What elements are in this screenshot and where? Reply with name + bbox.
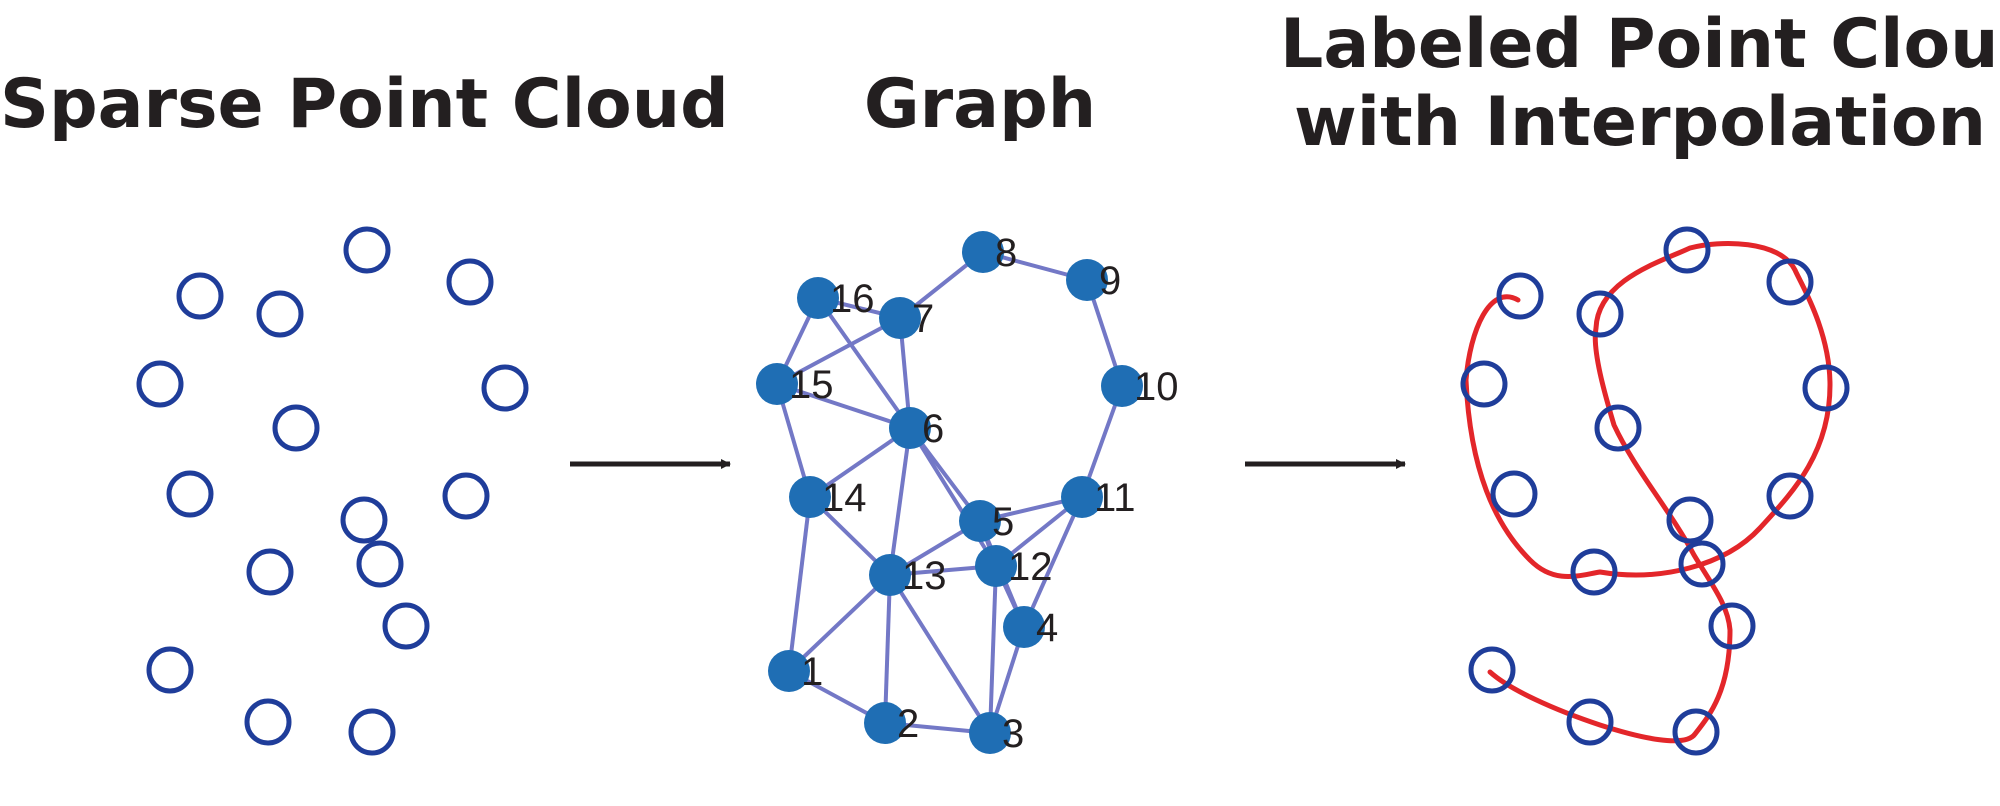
sparse-point [246, 548, 294, 596]
graph-node [1101, 365, 1143, 407]
graph-node-label: 7 [912, 297, 934, 341]
graph-node [879, 297, 921, 339]
graph-node-label: 1 [801, 650, 823, 694]
graph-node [969, 712, 1011, 754]
graph-node [1061, 476, 1103, 518]
graph-node [768, 650, 810, 692]
graph-edge [776, 316, 901, 386]
graph-node [756, 363, 798, 405]
labeled-point [1663, 226, 1711, 274]
labeled-point [1496, 272, 1544, 320]
sparse-point [340, 496, 388, 544]
sparse-point [446, 258, 494, 306]
graph-node-label: 6 [922, 407, 944, 451]
labeled-point [1566, 698, 1614, 746]
labeled-point [1576, 290, 1624, 338]
sparse-point [272, 404, 320, 452]
graph-edge [787, 573, 892, 673]
graph-node [1066, 259, 1108, 301]
sparse-point [343, 226, 391, 274]
graph-node-label: 3 [1002, 712, 1024, 756]
graph-node-label: 9 [1099, 259, 1121, 303]
graph-node-label: 8 [995, 231, 1017, 275]
labeled-point [1766, 472, 1814, 520]
graph-node [975, 545, 1017, 587]
graph-node-label: 5 [992, 500, 1014, 544]
graph-edge [883, 574, 892, 724]
graph-edge [776, 382, 911, 430]
title-graph: Graph [863, 65, 1097, 144]
labeled-point [1594, 404, 1642, 452]
title-sparse-point-cloud: Sparse Point Cloud [0, 65, 729, 144]
labeled-point [1672, 708, 1720, 756]
title-labeled-line-2: with Interpolation [1293, 83, 1987, 162]
title-labeled-line-1: Labeled Point Cloud [1280, 5, 2000, 84]
graph-edge [816, 296, 912, 430]
labeled-point [1766, 258, 1814, 306]
graph-edge [888, 427, 912, 576]
sparse-point [481, 364, 529, 412]
graph-edge [988, 565, 998, 734]
graph-node [864, 702, 906, 744]
graph-node-label: 16 [830, 277, 875, 321]
labeled-point [1666, 496, 1714, 544]
sparse-point [244, 698, 292, 746]
title-labeled-point-cloud: Labeled Point Cloud with Interpolation [1280, 6, 2000, 162]
graph-node-label: 10 [1134, 365, 1179, 409]
sparse-point-cloud [136, 226, 529, 756]
graph-node [889, 407, 931, 449]
graph-node [789, 476, 831, 518]
sparse-point [146, 646, 194, 694]
sparse-point [442, 472, 490, 520]
graph-node [959, 500, 1001, 542]
sparse-point [136, 360, 184, 408]
graph-edge [787, 496, 812, 672]
labeled-point-cloud [1460, 226, 1850, 756]
sparse-point [356, 540, 404, 588]
graph-node [869, 554, 911, 596]
graph-edge [908, 426, 998, 568]
labeled-point [1570, 548, 1618, 596]
interpolation-curve [1463, 240, 1833, 744]
labeled-point [1802, 364, 1850, 412]
sparse-point [382, 602, 430, 650]
sparse-point [256, 290, 304, 338]
graph-node-label: 15 [789, 363, 834, 407]
graph-node [1003, 606, 1045, 648]
labeled-point [1708, 602, 1756, 650]
labeled-point [1468, 646, 1516, 694]
graph-node-label: 14 [822, 476, 867, 520]
sparse-point [176, 272, 224, 320]
labeled-point [1490, 470, 1538, 518]
sparse-point [166, 470, 214, 518]
graph-node-label: 13 [902, 554, 947, 598]
graph-node-label: 12 [1008, 545, 1053, 589]
graph-node [962, 231, 1004, 273]
graph-node-label: 2 [897, 702, 919, 746]
sparse-point [348, 708, 396, 756]
labeled-point [1678, 540, 1726, 588]
graph-node-label: 4 [1036, 606, 1058, 650]
graph-node-label: 11 [1094, 476, 1136, 520]
graph-edge [888, 573, 992, 735]
labeled-point [1460, 360, 1508, 408]
graph-node [797, 277, 839, 319]
graph-edge [1022, 496, 1084, 628]
